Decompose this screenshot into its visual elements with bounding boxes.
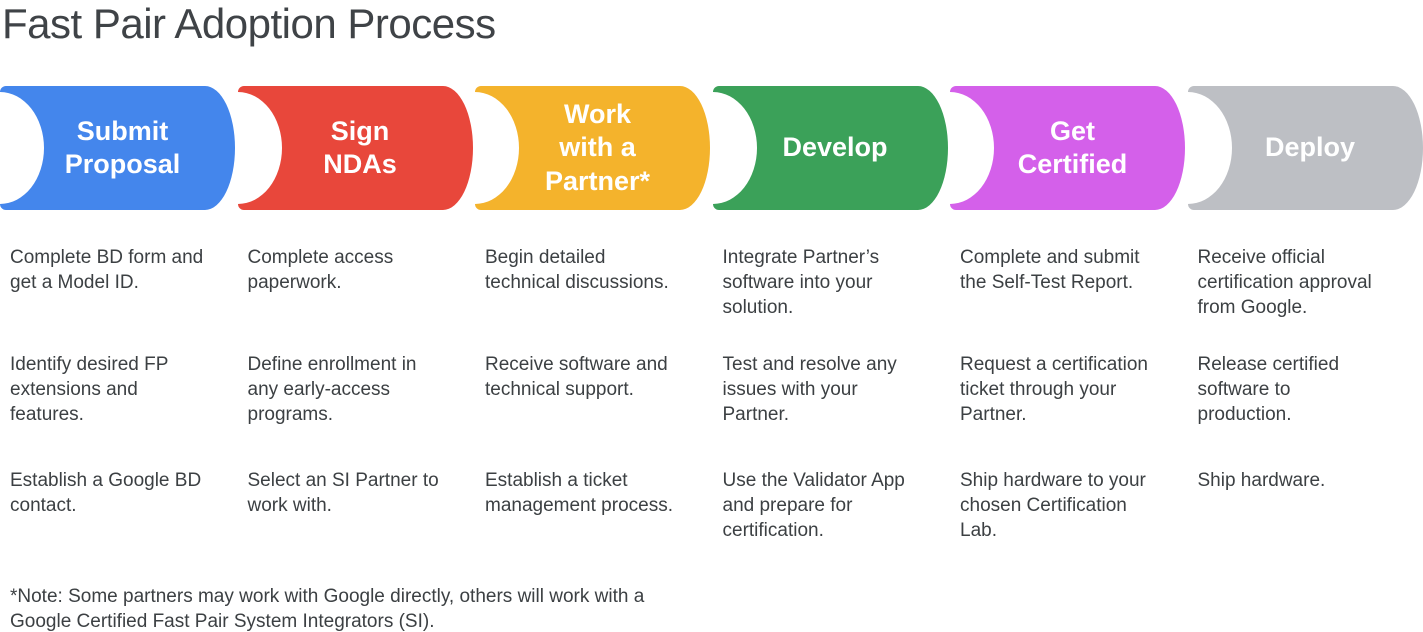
process-stage-row: Submit Proposal Sign NDAs Work with a Pa… [0,86,1423,210]
stage-shape-path [0,86,235,210]
task-sign-ndas-2: Define enrollment in any early-access pr… [247,354,417,425]
task-submit-proposal-3: Establish a Google BD contact. [10,470,202,516]
stage-label: Sign NDAs [323,115,397,179]
task-work-with-partner-1: Begin detailed technical discussions. [485,247,669,293]
stage-shape-path [712,86,948,210]
stage-shape-path [950,86,1185,210]
stage-shape [712,86,948,210]
task-develop-1: Integrate Partner’s software into your s… [722,247,880,318]
stage-shape-path [1187,86,1423,210]
footnote: *Note: Some partners may work with Googl… [10,586,645,632]
task-get-certified-2: Request a certification ticket through y… [960,354,1148,425]
stage-label: Develop [782,132,888,163]
stage-develop: Develop [712,86,948,210]
stage-deploy: Deploy [1187,86,1423,210]
stage-submit-proposal: Submit Proposal [0,86,235,210]
stage-task-grid: Complete BD form and get a Model ID. Ide… [0,245,1423,543]
task-develop-3: Use the Validator App and prepare for ce… [722,470,905,541]
stage-shape [1187,86,1423,210]
stage-label: Get Certified [1017,115,1128,179]
stage-label: Work with a Partner* [544,98,651,196]
task-submit-proposal-2: Identify desired FP extensions and featu… [10,354,169,425]
task-deploy-2: Release certified software to production… [1197,354,1340,425]
task-sign-ndas-1: Complete access paperwork. [247,247,394,293]
stage-shape [475,86,710,210]
stage-label: Submit Proposal [64,115,181,179]
stage-shape [237,86,473,210]
task-submit-proposal-1: Complete BD form and get a Model ID. [10,247,204,293]
stage-sign-ndas: Sign NDAs [237,86,473,210]
task-work-with-partner-2: Receive software and technical support. [485,354,668,400]
task-get-certified-1: Complete and submit the Self-Test Report… [960,247,1140,293]
stage-shape-path [237,86,473,210]
task-sign-ndas-3: Select an SI Partner to work with. [247,470,439,516]
task-get-certified-3: Ship hardware to your chosen Certificati… [960,470,1146,541]
task-deploy-3: Ship hardware. [1197,470,1326,491]
task-develop-2: Test and resolve any issues with your Pa… [722,354,897,425]
stage-label: Deploy [1264,132,1356,163]
stage-work-with-partner: Work with a Partner* [475,86,710,210]
stage-shape [0,86,235,210]
page-title: Fast Pair Adoption Process [2,0,496,47]
task-deploy-1: Receive official certification approval … [1197,247,1372,318]
stage-get-certified: Get Certified [950,86,1185,210]
task-work-with-partner-3: Establish a ticket management process. [485,470,673,516]
stage-shape-path [475,86,710,210]
stage-shape [950,86,1185,210]
